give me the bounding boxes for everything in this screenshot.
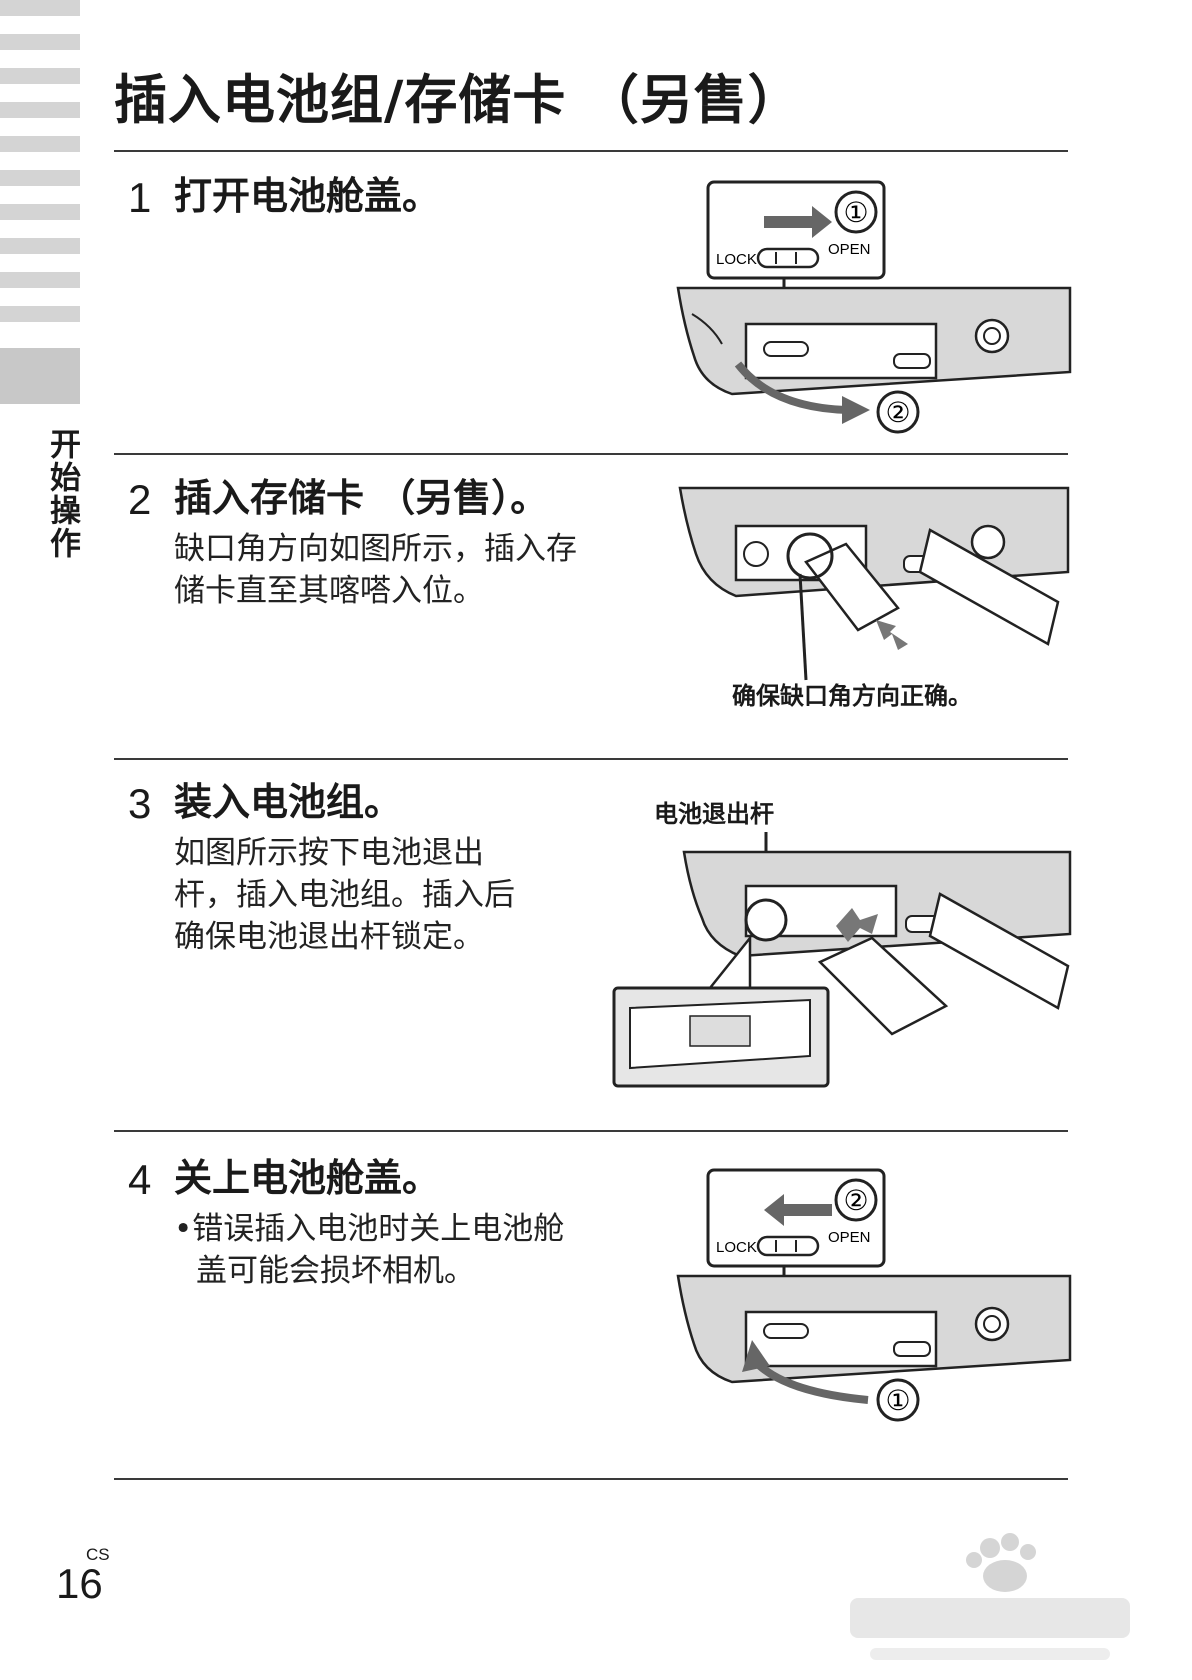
divider [114,1478,1068,1480]
body-line: •错误插入电池时关上电池舱 [174,1211,565,1247]
figure-caption: 电池退出杆 [654,800,774,828]
watermark-logo [850,1533,1130,1660]
page-number: 16 [56,1560,103,1607]
body-line: 杆，插入电池组。插入后 [174,877,515,913]
open-label: OPEN [828,1229,871,1246]
body-line: 缺口角方向如图所示，插入存 [174,531,577,567]
step-title: 插入存储卡 （另售）。 [174,476,549,520]
step-number: 1 [128,174,152,221]
divider [114,1130,1068,1132]
marker-2: ② [885,397,910,428]
divider [114,758,1068,760]
step-number: 3 [128,780,152,827]
open-label: OPEN [828,241,871,258]
side-tab-active [0,348,80,404]
step-body: 缺口角方向如图所示，插入存 储卡直至其喀嗒入位。 [174,528,577,612]
side-tab-label: 开始操作 [44,428,80,560]
body-line: 确保电池退出杆锁定。 [174,919,484,955]
page-title: 插入电池组/存储卡 （另售） [114,70,802,131]
step-body: 如图所示按下电池退出 杆，插入电池组。插入后 确保电池退出杆锁定。 [174,832,515,958]
marker-1: ① [843,197,868,228]
divider [114,150,1068,152]
step-title: 打开电池舱盖。 [174,174,441,218]
body-line: 如图所示按下电池退出 [174,835,484,871]
figure-open-cover: ① LOCK OPEN ② [676,180,1072,434]
figure-close-cover: ② LOCK OPEN ① [676,1168,1072,1422]
marker-1: ① [885,1385,910,1416]
figure-insert-card: 确保缺口角方向正确。 [678,486,1070,681]
language-code: CS [86,1545,110,1564]
step-title: 关上电池舱盖。 [174,1156,441,1200]
lock-label: LOCK [716,251,757,268]
lock-label: LOCK [716,1239,757,1256]
marker-2: ② [843,1185,868,1216]
figure-insert-battery [612,832,1072,1088]
step-body: •错误插入电池时关上电池舱 盖可能会损坏相机。 [174,1208,564,1292]
step-title: 装入电池组。 [174,780,403,824]
step-number: 4 [128,1156,152,1203]
body-line: 盖可能会损坏相机。 [196,1253,475,1289]
figure-caption: 确保缺口角方向正确。 [732,682,972,710]
body-line: 储卡直至其喀嗒入位。 [174,573,484,609]
divider [114,453,1068,455]
step-number: 2 [128,476,152,523]
